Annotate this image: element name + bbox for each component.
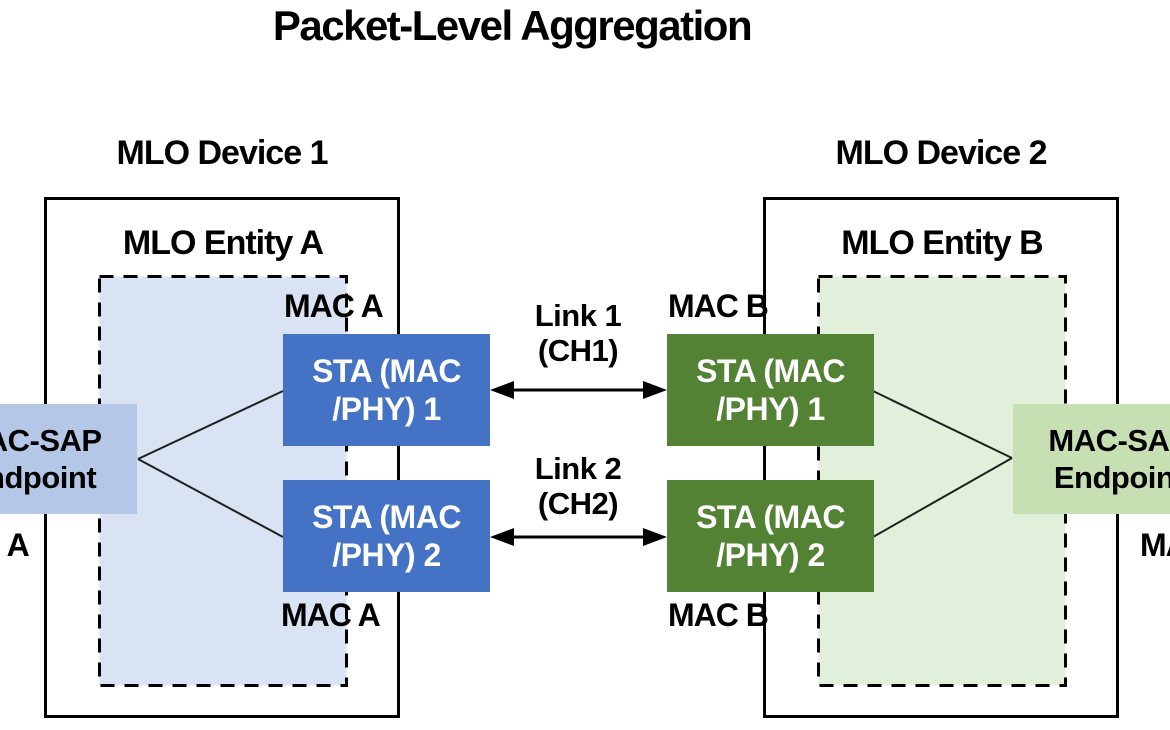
- link-2-name: Link 2: [534, 451, 622, 486]
- mac-a-top-label: MAC A: [284, 288, 384, 324]
- endpoint-b-fan-line-1: [872, 390, 1013, 459]
- endpoint-a-fan-line-2: [137, 458, 284, 538]
- link-2-arrowhead-right: [643, 528, 667, 546]
- sta-label-line: /PHY) 2: [716, 537, 825, 573]
- endpoint-b-mac-label: MAC B: [1140, 527, 1170, 563]
- endpoint-a-box: MAC-SAP Endpoint: [0, 404, 137, 514]
- mac-b-bottom-label: MAC B: [668, 597, 769, 633]
- mac-b-top-label: MAC B: [668, 288, 769, 324]
- sta-label-line: /PHY) 1: [332, 391, 441, 427]
- link-1-label: Link 1 (CH1): [503, 298, 653, 368]
- mlo-device-2-label: MLO Device 2: [835, 134, 1048, 172]
- link-1-arrowhead-right: [643, 381, 667, 399]
- sta-box-device2-link1: STA (MAC /PHY) 1: [667, 334, 874, 446]
- sta-label-line: STA (MAC: [696, 353, 845, 389]
- mlo-entity-b-label: MLO Entity B: [841, 224, 1043, 262]
- link-1-arrow: [490, 381, 667, 399]
- endpoint-a-fan-line-1: [137, 390, 284, 460]
- mac-a-bottom-label: MAC A: [281, 597, 381, 633]
- sta-box-device1-link2: STA (MAC /PHY) 2: [283, 480, 490, 592]
- link-1-arrowhead-left: [490, 381, 514, 399]
- link-2-arrowhead-left: [490, 528, 514, 546]
- link-1-channel: (CH1): [537, 333, 619, 368]
- sta-box-device2-link2: STA (MAC /PHY) 2: [667, 480, 874, 592]
- page-title: Packet-Level Aggregation: [272, 2, 753, 49]
- endpoint-b-fan-line-2: [872, 457, 1013, 538]
- link-1-name: Link 1: [534, 298, 622, 333]
- endpoint-label-line: Endpoint: [1053, 460, 1170, 495]
- mlo-device-1-label: MLO Device 1: [116, 134, 329, 172]
- endpoint-label-line: MAC-SAP: [0, 423, 102, 458]
- sta-label-line: /PHY) 1: [716, 391, 825, 427]
- link-2-arrow: [490, 528, 667, 546]
- link-2-label: Link 2 (CH2): [503, 451, 653, 521]
- endpoint-label-line: MAC-SAP: [1048, 423, 1170, 458]
- sta-box-device1-link1: STA (MAC /PHY) 1: [283, 334, 490, 446]
- sta-label-line: STA (MAC: [312, 499, 461, 535]
- sta-label-line: STA (MAC: [312, 353, 461, 389]
- endpoint-a-mac-label: MAC A: [0, 527, 30, 563]
- sta-label-line: /PHY) 2: [332, 537, 441, 573]
- sta-label-line: STA (MAC: [696, 499, 845, 535]
- link-2-channel: (CH2): [537, 486, 619, 521]
- endpoint-b-box: MAC-SAP Endpoint: [1013, 404, 1170, 514]
- endpoint-label-line: Endpoint: [0, 460, 97, 495]
- mlo-entity-a-label: MLO Entity A: [122, 224, 324, 262]
